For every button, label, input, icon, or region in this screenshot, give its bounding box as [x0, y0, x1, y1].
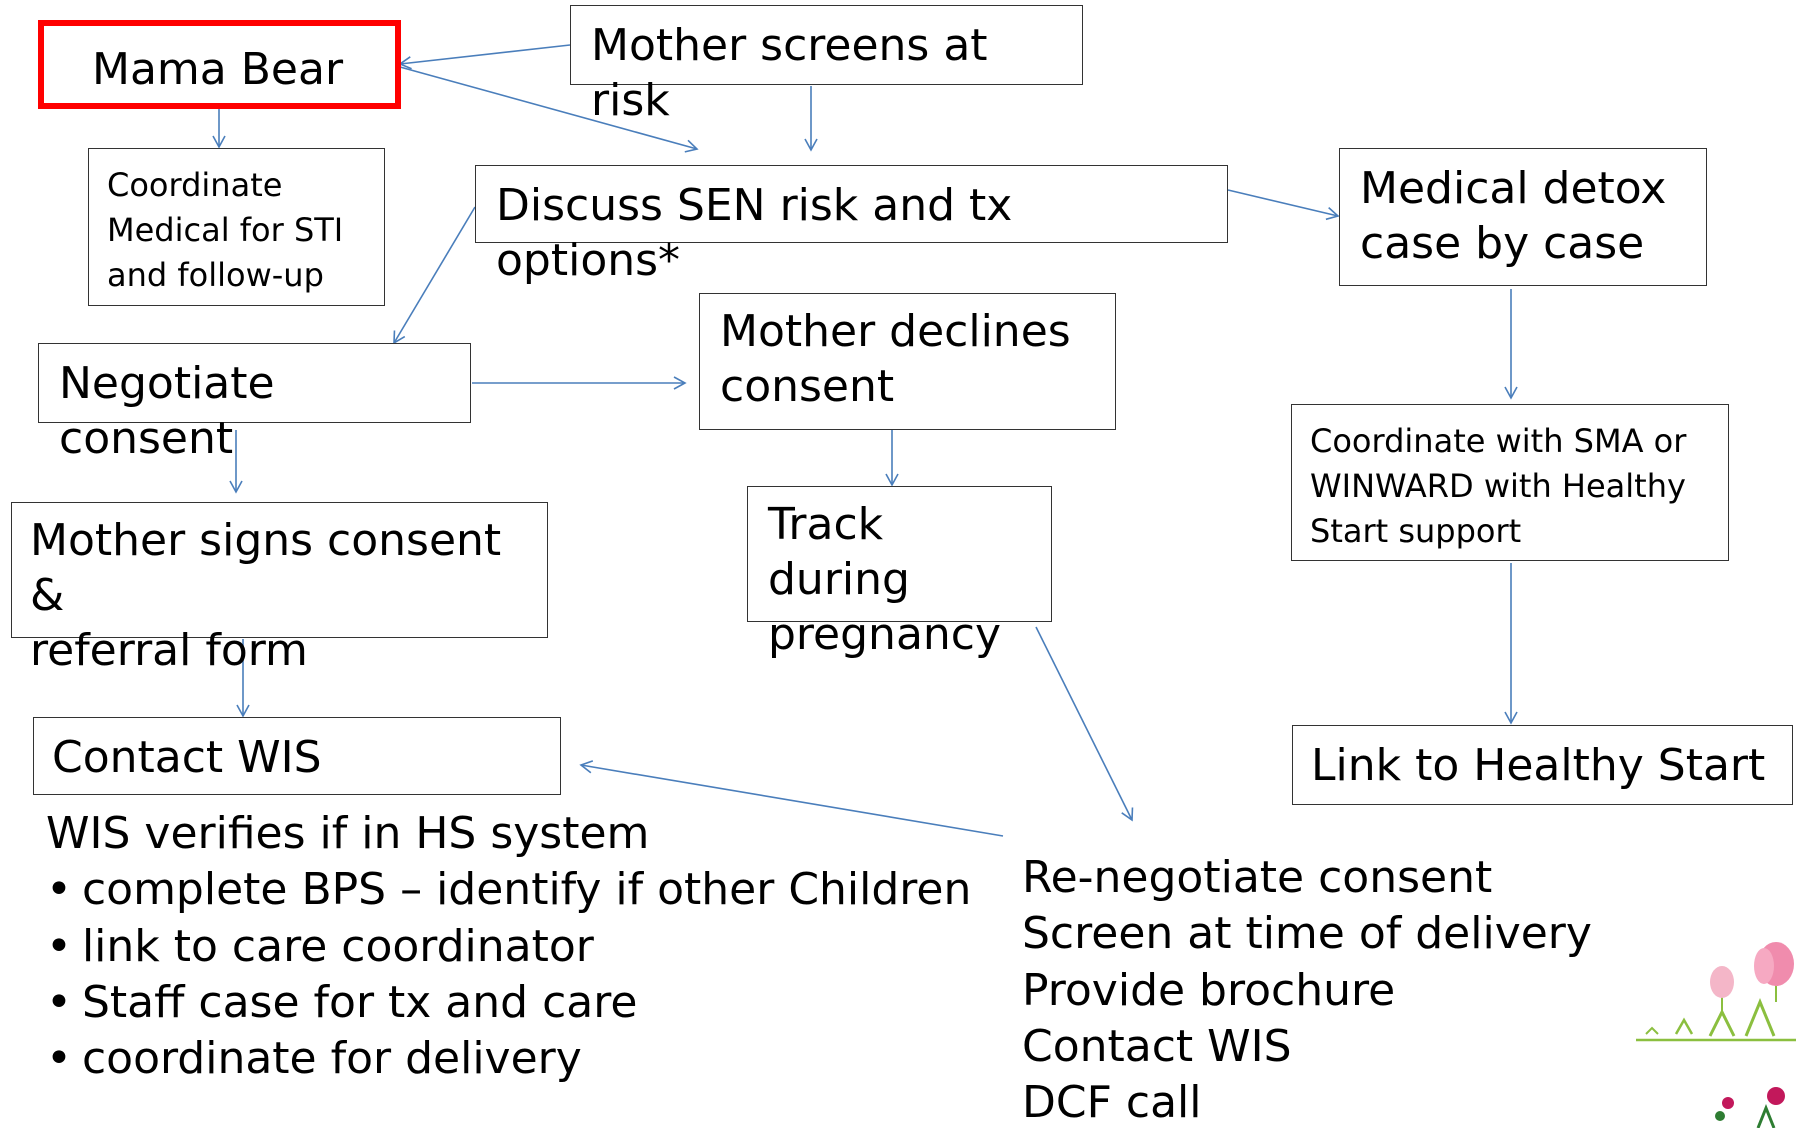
- renegotiate-list: Re-negotiate consent Screen at time of d…: [1022, 850, 1592, 1132]
- medical-detox-box: Medical detox case by case: [1339, 148, 1707, 286]
- renegotiate-item: Re-negotiate consent: [1022, 852, 1493, 903]
- medical-detox-line-1: Medical detox: [1360, 163, 1667, 214]
- negotiate-consent-box: Negotiate consent: [38, 343, 471, 464]
- mother-declines-box: Mother declines consent: [699, 293, 1116, 430]
- arrow-mama-to-discuss: [399, 66, 699, 153]
- coordinate-sma-box: Coordinate with SMA or WINWARD with Heal…: [1291, 404, 1729, 561]
- coordinate-medical-line-3: and follow-up: [107, 255, 324, 294]
- arrow-track-to-renegotiate: [1035, 626, 1134, 822]
- wis-notes: WIS verifies if in HS system complete BP…: [46, 806, 971, 1088]
- screens-at-risk-label: Mother screens at risk: [591, 20, 988, 126]
- coordinate-sma-line-2: WINWARD with Healthy: [1310, 466, 1686, 505]
- coordinate-medical-line-1: Coordinate: [107, 166, 283, 204]
- signs-consent-box: Mother signs consent & referral form: [11, 502, 548, 676]
- signs-consent-line-1: Mother signs consent &: [30, 515, 502, 621]
- coordinate-medical-line-2: Medical for STI: [107, 210, 344, 249]
- arrow-discuss-to-detox: [1227, 189, 1340, 221]
- signs-consent-line-2: referral form: [30, 625, 308, 676]
- link-healthy-start-label: Link to Healthy Start: [1311, 740, 1766, 791]
- wis-notes-heading: WIS verifies if in HS system: [46, 808, 650, 859]
- decorative-flowers-icon: [1636, 942, 1796, 1128]
- discuss-sen-box: Discuss SEN risk and tx options*: [475, 165, 1228, 286]
- renegotiate-item: DCF call: [1022, 1077, 1202, 1129]
- medical-detox-line-2: case by case: [1360, 218, 1645, 269]
- contact-wis-box: Contact WIS: [33, 717, 561, 795]
- negotiate-consent-label: Negotiate consent: [59, 358, 275, 464]
- track-pregnancy-line-2: pregnancy: [768, 609, 1002, 660]
- mama-bear-label: Mama Bear: [92, 44, 344, 95]
- arrow-discuss-to-negotiate: [393, 206, 476, 345]
- coordinate-sma-line-1: Coordinate with SMA or: [1310, 422, 1687, 460]
- contact-wis-label: Contact WIS: [52, 732, 322, 783]
- discuss-sen-label: Discuss SEN risk and tx options*: [496, 180, 1013, 286]
- wis-note-item: link to care coordinator: [46, 919, 971, 975]
- coordinate-medical-box: Coordinate Medical for STI and follow-up: [88, 148, 385, 306]
- renegotiate-item: Contact WIS: [1022, 1020, 1292, 1072]
- mother-declines-line-1: Mother declines: [720, 306, 1071, 357]
- mother-declines-line-2: consent: [720, 361, 895, 412]
- renegotiate-item: Screen at time of delivery: [1022, 908, 1592, 960]
- renegotiate-item: Provide brochure: [1022, 964, 1396, 1016]
- wis-notes-list: complete BPS – identify if other Childre…: [46, 862, 971, 1087]
- arrow-screens-to-mama: [398, 44, 571, 70]
- link-healthy-start-box: Link to Healthy Start: [1292, 725, 1793, 805]
- screens-at-risk-box: Mother screens at risk: [570, 5, 1083, 126]
- track-pregnancy-line-1: Track during: [768, 499, 910, 605]
- wis-note-item: coordinate for delivery: [46, 1031, 971, 1087]
- wis-note-item: Staff case for tx and care: [46, 975, 971, 1031]
- arrow-renegotiate-to-contact: [579, 760, 1004, 837]
- mama-bear-box: Mama Bear: [38, 20, 401, 109]
- wis-note-item: complete BPS – identify if other Childre…: [46, 862, 971, 918]
- track-pregnancy-box: Track during pregnancy: [747, 486, 1052, 660]
- coordinate-sma-line-3: Start support: [1310, 511, 1522, 550]
